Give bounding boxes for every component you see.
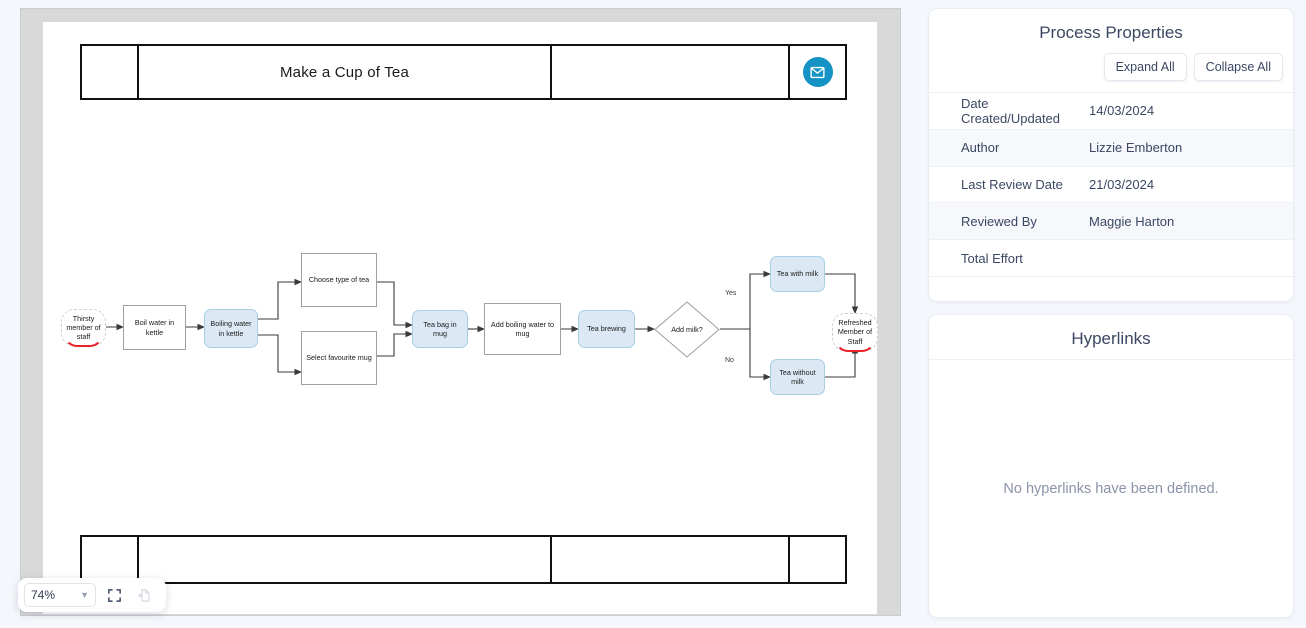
table-row[interactable]: Reviewed By Maggie Harton: [929, 202, 1293, 240]
property-value: Lizzie Emberton: [1089, 140, 1183, 156]
property-value: Maggie Harton: [1089, 213, 1175, 229]
property-label: Total Effort: [961, 250, 1023, 266]
hyperlinks-empty-state: No hyperlinks have been defined.: [929, 360, 1293, 617]
flow-node-label: Thirsty member of staff: [66, 313, 101, 342]
flow-node-label: Tea with milk: [776, 269, 819, 279]
page-title: Make a Cup of Tea: [279, 63, 410, 81]
envelope-icon[interactable]: [802, 57, 833, 87]
right-sidebar: Process Properties Expand All Collapse A…: [920, 0, 1306, 628]
footer-cell-right[interactable]: [790, 537, 845, 582]
flow-node-brewing[interactable]: Tea brewing: [578, 310, 635, 348]
flow-node-label: Add milk?: [671, 324, 703, 334]
footer-cell-middle[interactable]: [552, 537, 790, 582]
collapse-all-button[interactable]: Collapse All: [1193, 53, 1283, 81]
flow-node-label: Tea without milk: [779, 367, 816, 386]
flow-node-add-water[interactable]: Add boiling water to mug: [484, 303, 561, 355]
canvas-area: Make a Cup of Tea: [18, 8, 901, 616]
flow-node-tea-bag[interactable]: Tea bag in mug: [412, 310, 468, 348]
flow-node-tea-without-milk[interactable]: Tea without milk: [770, 359, 825, 395]
footer-cell-left[interactable]: [82, 537, 139, 582]
process-properties-panel: Process Properties Expand All Collapse A…: [928, 8, 1294, 302]
property-value: 21/03/2024: [1089, 177, 1155, 193]
table-row[interactable]: Total Effort: [929, 239, 1293, 276]
flow-node-boil-water[interactable]: Boil water in kettle: [123, 305, 186, 350]
property-label: Last Review Date: [961, 177, 1063, 193]
process-properties-actions: Expand All Collapse All: [929, 53, 1293, 92]
flow-node-choose-tea[interactable]: Choose type of tea: [301, 253, 377, 307]
property-label: Date Created/Updated: [961, 95, 1061, 126]
property-label: Reviewed By: [961, 213, 1037, 229]
process-properties-title: Process Properties: [1039, 23, 1183, 42]
decision-diamond-shape: [654, 301, 720, 358]
zoom-level-select[interactable]: 74% ▼: [24, 583, 96, 607]
zoom-toolbar: 74% ▼: [18, 578, 166, 612]
hyperlinks-header: Hyperlinks: [929, 315, 1293, 360]
flow-node-label: Tea brewing: [587, 324, 626, 334]
flow-node-add-milk-decision[interactable]: Add milk?: [654, 301, 720, 358]
flow-node-label: Tea bag in mug: [423, 319, 457, 338]
header-cell-title[interactable]: Make a Cup of Tea: [139, 46, 552, 98]
document-header-table: Make a Cup of Tea: [80, 44, 847, 100]
flow-node-select-mug[interactable]: Select favourite mug: [301, 331, 377, 385]
flow-node-label: Boiling water in kettle: [210, 319, 252, 338]
document-footer-table: [80, 535, 847, 584]
flowchart: Thirsty member of staff Boil water in ke…: [43, 22, 878, 614]
edge-label-yes: Yes: [725, 290, 737, 297]
edge-label-no: No: [725, 357, 734, 364]
hyperlinks-panel: Hyperlinks No hyperlinks have been defin…: [928, 314, 1294, 618]
header-cell-left[interactable]: [82, 46, 139, 98]
chevron-down-icon: ▼: [80, 590, 89, 600]
flow-node-boiling-water[interactable]: Boiling water in kettle: [204, 309, 258, 348]
document-paper[interactable]: Make a Cup of Tea: [43, 22, 878, 614]
hyperlinks-empty-message: No hyperlinks have been defined.: [1003, 480, 1219, 497]
header-cell-middle[interactable]: [552, 46, 790, 98]
flow-node-label: Select favourite mug: [306, 353, 372, 363]
zoom-level-value: 74%: [31, 588, 56, 602]
table-row[interactable]: Date Created/Updated 14/03/2024: [929, 92, 1293, 129]
expand-all-button[interactable]: Expand All: [1103, 53, 1187, 81]
flow-node-label: Choose type of tea: [308, 275, 370, 285]
property-value: 14/03/2024: [1089, 103, 1155, 119]
header-cell-icon[interactable]: [790, 46, 845, 98]
flow-node-start[interactable]: Thirsty member of staff: [61, 309, 106, 347]
table-row[interactable]: Last Review Date 21/03/2024: [929, 165, 1293, 203]
flow-node-label: Boil water in kettle: [134, 318, 175, 337]
property-label: Author: [961, 140, 1000, 156]
table-row-empty: [929, 276, 1293, 301]
flow-node-tea-with-milk[interactable]: Tea with milk: [770, 256, 825, 292]
flow-node-label: Refreshed Member of Staff: [837, 318, 873, 346]
table-row[interactable]: Author Lizzie Emberton: [929, 128, 1293, 166]
canvas-frame[interactable]: Make a Cup of Tea: [20, 8, 901, 616]
footer-cell-main[interactable]: [139, 537, 552, 582]
flow-node-label: Add boiling water to mug: [490, 319, 555, 338]
hyperlinks-title: Hyperlinks: [1071, 329, 1151, 348]
export-page-icon[interactable]: [132, 583, 156, 607]
flow-node-end[interactable]: Refreshed Member of Staff: [832, 313, 878, 352]
fit-to-screen-icon[interactable]: [102, 583, 126, 607]
